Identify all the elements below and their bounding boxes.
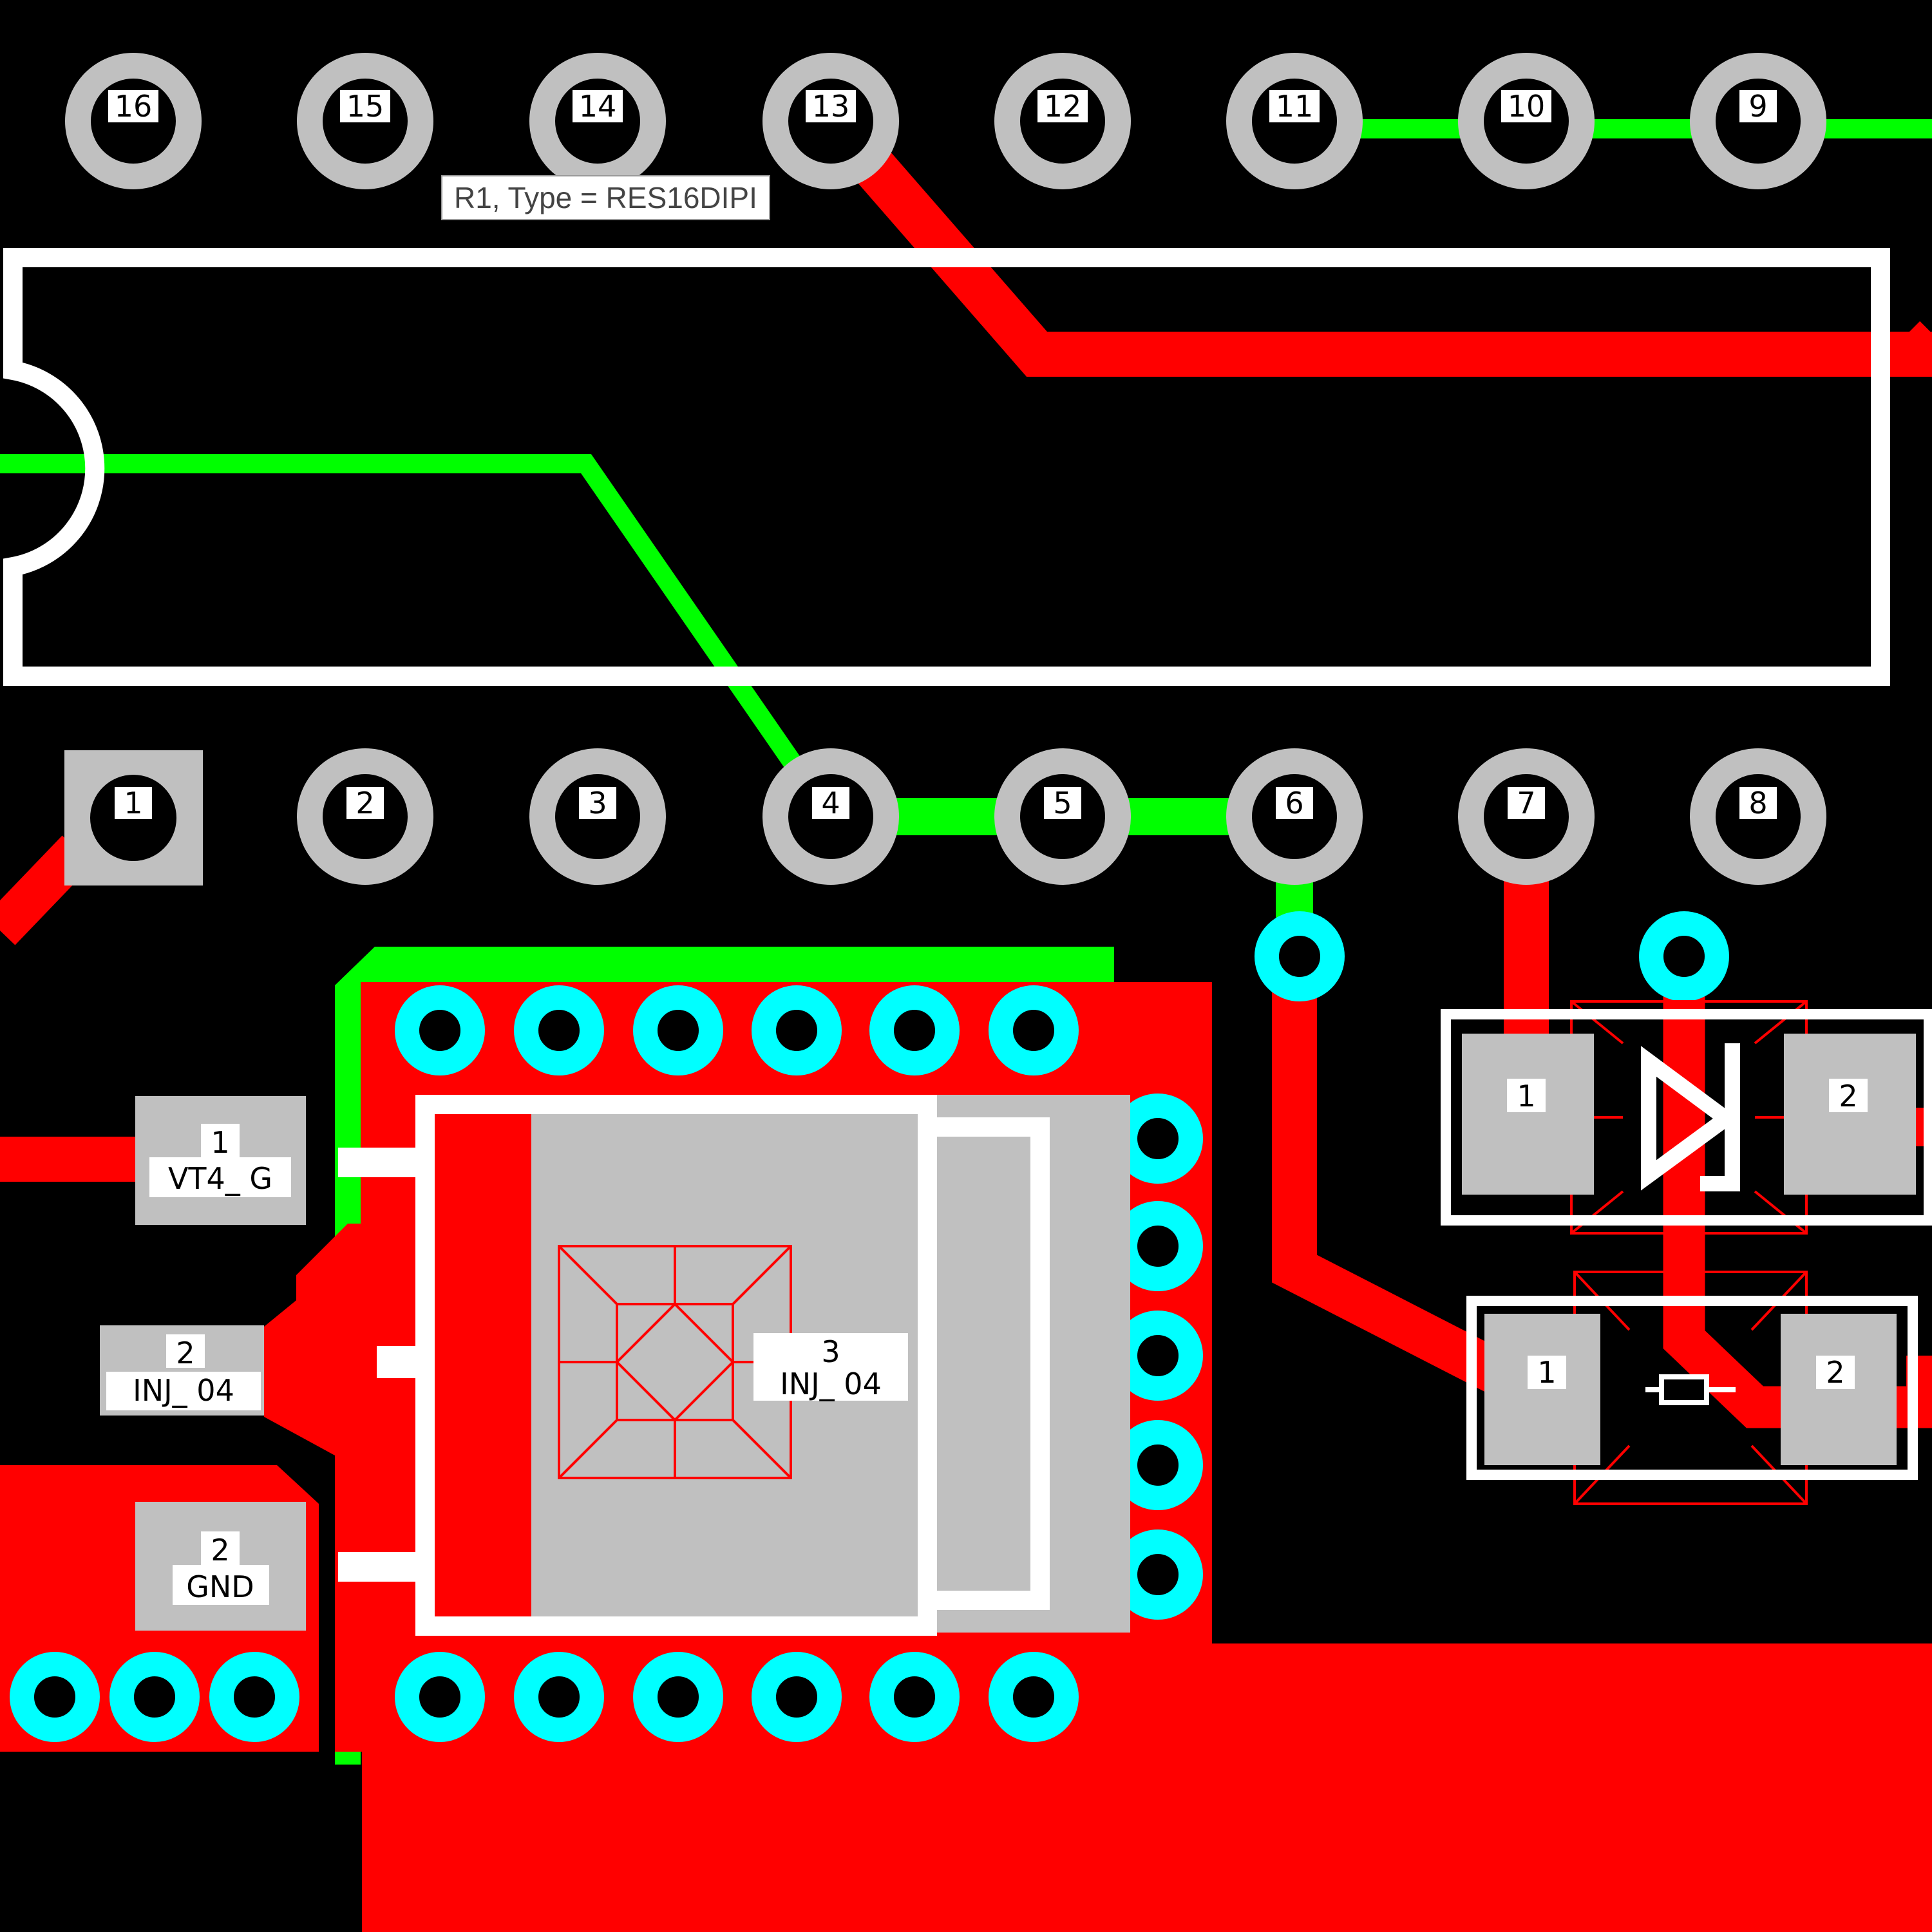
pad-net: INJ_ 04 [780,1367,882,1401]
pin-number: 5 [1053,786,1072,820]
ic-pin[interactable]: 5 [994,748,1131,885]
pad-number: 1 [211,1125,229,1160]
via [395,1652,485,1742]
pad-gnd[interactable]: 2 GND [135,1502,306,1631]
vias [10,911,1729,1742]
ic-pin[interactable]: 1 [64,750,203,886]
body-copper-strip [435,1111,531,1616]
ic-pin[interactable]: 2 [297,748,433,885]
pin-number: 3 [588,786,607,820]
diode-silk-outline [1441,1009,1932,1226]
ic-pin[interactable]: 7 [1458,748,1595,885]
ic-pins-bottom-row: 1 2 3 4 5 6 7 8 [64,748,1826,886]
ic-pin[interactable]: 4 [762,748,899,885]
ic-pin[interactable]: 13 [762,53,899,189]
pin-number: 2 [355,786,374,820]
via [869,985,960,1075]
via [514,985,604,1075]
via [1113,1201,1203,1291]
ic-pin[interactable]: 6 [1226,748,1363,885]
via [989,985,1079,1075]
ic-pin[interactable]: 11 [1226,53,1363,189]
via [633,985,723,1075]
via [752,1652,842,1742]
pin-number: 8 [1748,786,1767,820]
diode-symbol-icon [1641,1046,1739,1191]
pin-number: 11 [1276,89,1314,124]
diode-pad-1[interactable] [1462,1034,1594,1195]
via [514,1652,604,1742]
pin-number: 16 [115,89,153,124]
pad-vt4-g[interactable]: 1 VT4_ G [135,1096,306,1225]
ic-pin[interactable]: 16 [65,53,202,189]
pad-number: 2 [1826,1355,1844,1390]
ic-pins-top-row: 16 15 14 13 12 11 10 9 [65,53,1826,189]
pin-number: 9 [1748,89,1767,124]
pad-net: INJ_ 04 [133,1373,234,1408]
ic-pin[interactable]: 10 [1458,53,1595,189]
pad-number: 2 [211,1533,229,1567]
ic-pin[interactable]: 9 [1690,53,1826,189]
pad-number: 3 [821,1334,840,1369]
pad-inj-04[interactable]: 2 INJ_ 04 [100,1325,264,1416]
via [1639,911,1729,1001]
resistor-pad-1[interactable] [1484,1314,1600,1465]
pin-number: 6 [1285,786,1303,820]
via [209,1652,299,1742]
diode-pad-2[interactable] [1784,1034,1916,1195]
pad-number: 1 [1537,1355,1556,1390]
resistor-footprint[interactable]: 1 2 [1466,1271,1918,1505]
via [1113,1530,1203,1620]
pin-number: 12 [1044,89,1082,124]
ic-pin[interactable]: 3 [529,748,666,885]
via [989,1652,1079,1742]
pad-number: 2 [1839,1079,1857,1113]
via [633,1652,723,1742]
via [1113,1094,1203,1184]
via [869,1652,960,1742]
assembly-outline [558,1245,792,1479]
ic-outline [3,248,1890,686]
pin-number: 4 [821,786,840,820]
via [395,985,485,1075]
pad-net: VT4_ G [168,1161,272,1196]
pad-net: GND [186,1569,254,1604]
via [109,1652,200,1742]
diode-footprint[interactable]: 1 2 [1441,1000,1932,1235]
ic-pin[interactable]: 8 [1690,748,1826,885]
component-tooltip: R1, Type = RES16DIPI [441,175,770,220]
pad-number: 2 [176,1336,194,1370]
pin-number: 1 [124,786,142,820]
pad-number: 1 [1517,1079,1535,1113]
transistor-footprint[interactable]: 3 INJ_ 04 [338,1095,1130,1636]
ic-pin[interactable]: 14 [529,53,666,189]
resistor-silk-outline [1466,1296,1918,1480]
pin-number: 10 [1508,89,1546,124]
pin-number: 13 [812,89,850,124]
via [752,985,842,1075]
ic-pin[interactable]: 12 [994,53,1131,189]
pin-number: 7 [1517,786,1535,820]
via [1255,911,1345,1001]
via [1113,1420,1203,1510]
pin-number: 15 [346,89,384,124]
resistor-pad-2[interactable] [1781,1314,1897,1465]
ic-pin[interactable]: 15 [297,53,433,189]
via [1113,1311,1203,1401]
resistor-symbol-icon [1659,1374,1709,1405]
via [10,1652,100,1742]
pin-number: 14 [579,89,617,124]
